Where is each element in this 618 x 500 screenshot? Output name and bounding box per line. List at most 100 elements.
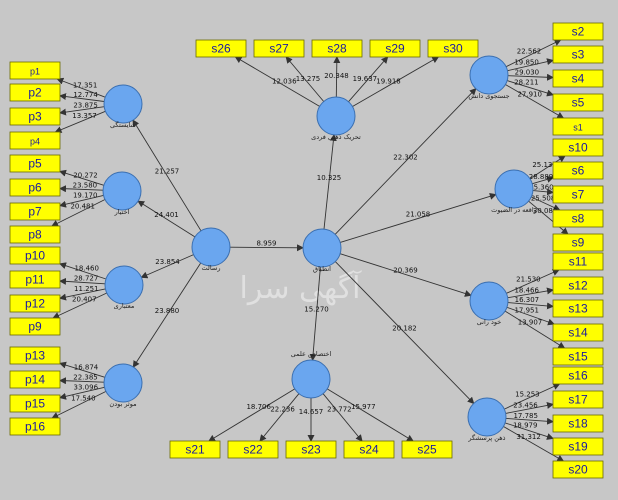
indicator-s24[interactable]: s24 <box>343 440 395 459</box>
latent-label: انطباق <box>313 265 331 273</box>
indicator-label: p6 <box>28 181 42 195</box>
indicator-s9[interactable]: s9 <box>552 233 604 252</box>
latent-tavanmand[interactable]: انطباق <box>302 228 342 273</box>
indicator-s18[interactable]: s18 <box>552 414 604 433</box>
indicator-label: p12 <box>25 297 45 311</box>
indicator-s16[interactable]: s16 <box>552 366 604 385</box>
indicator-s13[interactable]: s13 <box>552 299 604 318</box>
indicator-label: p1 <box>30 67 40 77</box>
latent-resalat[interactable]: رسالت <box>191 227 231 272</box>
indicator-label: s7 <box>572 188 585 202</box>
edge-coefficient-label: 13.907 <box>518 319 543 327</box>
latent-jostojoo[interactable]: جستجوی دانش <box>468 55 510 100</box>
indicator-p10[interactable]: p10 <box>9 246 61 265</box>
edge-coefficient-label: 25.508 <box>531 194 556 202</box>
indicator-p5[interactable]: p5 <box>9 154 61 173</box>
indicator-s5[interactable]: s5 <box>552 93 604 112</box>
indicator-s20[interactable]: s20 <box>552 460 604 479</box>
edge-coefficient-label: 21.530 <box>516 276 541 284</box>
indicator-s23[interactable]: s23 <box>285 440 337 459</box>
edge-moatabari-p9 <box>52 292 107 319</box>
indicator-s27[interactable]: s27 <box>253 39 305 58</box>
indicator-box <box>552 323 604 342</box>
indicator-s30[interactable]: s30 <box>427 39 479 58</box>
indicator-p15[interactable]: p15 <box>9 394 61 413</box>
edge-coefficient-label: 19.637 <box>353 75 378 83</box>
edge-coefficient-label: 20.182 <box>392 325 417 333</box>
indicator-s7[interactable]: s7 <box>552 185 604 204</box>
edge-coefficient-label: 12.774 <box>73 91 98 99</box>
indicator-s6[interactable]: s6 <box>552 161 604 180</box>
latent-vaghe[interactable]: واقعه در الضیوت <box>491 169 537 214</box>
indicator-p6[interactable]: p6 <box>9 178 61 197</box>
edge-coefficient-label: 19.170 <box>73 192 98 200</box>
indicator-s26[interactable]: s26 <box>195 39 247 58</box>
edge-coefficient-label: 16.874 <box>74 363 99 371</box>
latent-moatabari[interactable]: معتباری <box>104 265 144 310</box>
indicator-label: s19 <box>568 440 588 454</box>
edge-ekhtesas-s21 <box>208 388 296 442</box>
indicator-box <box>195 39 247 58</box>
indicator-s8[interactable]: s8 <box>552 209 604 228</box>
edge-coefficient-label: 25.360 <box>529 183 554 191</box>
indicator-label: s22 <box>243 443 263 457</box>
latent-shayestegi[interactable]: شایستگی <box>103 84 143 129</box>
edge-resalat-shayestegi <box>132 119 202 232</box>
indicator-s4[interactable]: s4 <box>552 69 604 88</box>
latent-ekhtiar[interactable]: اختیار <box>102 171 142 216</box>
latent-ekhtesas[interactable]: اختصاص علمی <box>291 350 332 399</box>
indicator-s22[interactable]: s22 <box>227 440 279 459</box>
indicator-s3[interactable]: s3 <box>552 45 604 64</box>
latent-label: ذهن پرسشگر <box>467 434 505 442</box>
indicator-p1[interactable]: p1 <box>9 61 61 80</box>
edge-tahrik-s28 <box>333 56 341 98</box>
indicator-p16[interactable]: p16 <box>9 417 61 436</box>
indicator-box <box>552 69 604 88</box>
indicator-box <box>9 178 61 197</box>
edge-coefficient-label: 17.351 <box>73 82 98 90</box>
indicator-s1[interactable]: s1 <box>552 117 604 136</box>
latent-label: خود رانی <box>477 318 502 326</box>
indicator-box <box>9 246 61 265</box>
indicator-s25[interactable]: s25 <box>401 440 453 459</box>
indicator-s17[interactable]: s17 <box>552 390 604 409</box>
indicator-s14[interactable]: s14 <box>552 323 604 342</box>
indicator-s12[interactable]: s12 <box>552 276 604 295</box>
indicator-s15[interactable]: s15 <box>552 347 604 366</box>
indicator-s11[interactable]: s11 <box>552 252 604 271</box>
indicator-label: s26 <box>211 42 231 56</box>
indicator-s2[interactable]: s2 <box>552 22 604 41</box>
indicator-p13[interactable]: p13 <box>9 346 61 365</box>
indicator-p4[interactable]: p4 <box>9 131 61 150</box>
indicator-p3[interactable]: p3 <box>9 107 61 126</box>
indicator-s28[interactable]: s28 <box>311 39 363 58</box>
latent-zehn[interactable]: ذهن پرسشگر <box>467 397 507 442</box>
indicator-p9[interactable]: p9 <box>9 317 61 336</box>
indicator-label: p16 <box>25 420 45 434</box>
indicator-p7[interactable]: p7 <box>9 202 61 221</box>
edge-jostojoo-s1 <box>505 84 565 119</box>
indicator-p8[interactable]: p8 <box>9 225 61 244</box>
indicator-s10[interactable]: s10 <box>552 138 604 157</box>
indicator-label: s20 <box>568 463 588 477</box>
latent-khod[interactable]: خود رانی <box>469 281 509 326</box>
edge-coefficient-label: 18.706 <box>246 403 271 411</box>
edge-tahrik-s26 <box>234 56 320 107</box>
indicator-s19[interactable]: s19 <box>552 437 604 456</box>
indicator-p2[interactable]: p2 <box>9 83 61 102</box>
latent-circle <box>469 55 509 95</box>
node-layer: p1 p2 p3 p4 p5 p6 p7 p8 p10 p11 p12 p9 p13 p14 p15 p16 s… <box>9 22 604 479</box>
edge-shayestegi-p1 <box>56 77 106 98</box>
latent-tahrik[interactable]: تحریک ذهنی فردی <box>311 96 361 141</box>
indicator-p12[interactable]: p12 <box>9 294 61 313</box>
indicator-box <box>552 299 604 318</box>
indicator-s21[interactable]: s21 <box>169 440 221 459</box>
indicator-label: p11 <box>25 273 44 287</box>
indicator-box <box>552 437 604 456</box>
latent-moasser[interactable]: موثر بودن <box>103 363 143 408</box>
indicator-box <box>9 225 61 244</box>
indicator-s29[interactable]: s29 <box>369 39 421 58</box>
indicator-p11[interactable]: p11 <box>9 270 61 289</box>
indicator-p14[interactable]: p14 <box>9 370 61 389</box>
edge-shayestegi-p3 <box>59 106 105 116</box>
